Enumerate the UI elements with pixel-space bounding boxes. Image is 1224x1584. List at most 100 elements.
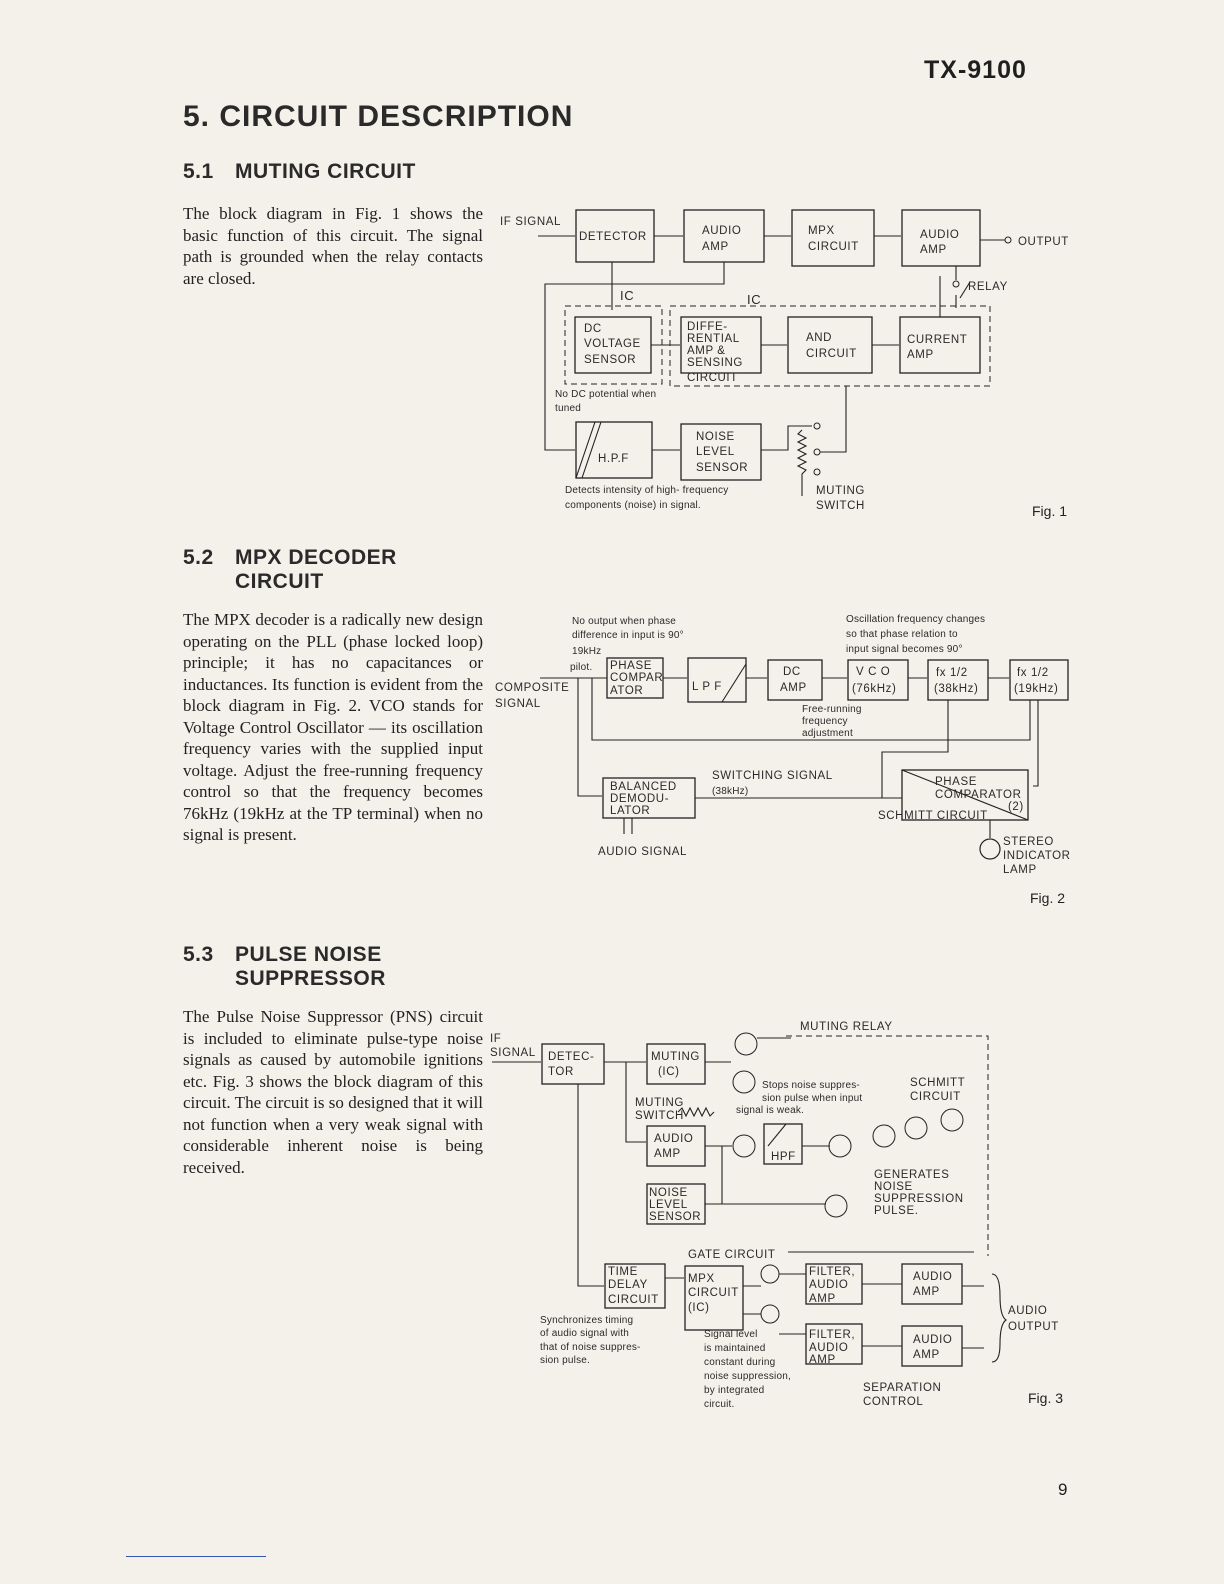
section-body-5-2: The MPX decoder is a radically new desig… [183,610,483,844]
block-text: AUDIO [920,229,959,241]
block-text: LEVEL [649,1199,688,1211]
connector [623,818,633,834]
section-title: MPX DECODER [235,546,397,569]
note-text: 19kHz [572,646,601,657]
section-title: MUTING CIRCUIT [235,160,416,183]
page-number: 9 [1058,1480,1068,1499]
block-text: AMP [702,241,729,253]
resistor-icon [677,1106,715,1118]
fig1-noise-level-sensor [680,423,762,481]
fig2-vco [847,659,909,701]
block-text: fx 1/2 [1017,667,1049,679]
note-text: so that phase relation to [846,629,958,640]
block-text: fx 1/2 [936,667,968,679]
fig3-time-delay [604,1263,666,1309]
block-text: TIME [608,1266,638,1278]
page-title: 5. CIRCUIT DESCRIPTION [183,100,574,133]
block-text: CIRCUIT [687,372,738,384]
block-text: COMPARATOR [935,789,1022,801]
label-text: AUDIO [1008,1305,1047,1317]
label-text: SWITCHING SIGNAL [712,770,833,782]
block-text: DEMODU- [610,793,669,805]
block-text: BALANCED [610,781,677,793]
relay-contact-icon [952,280,960,288]
section-title-line2: CIRCUIT [235,570,324,593]
lpf-symbol-icon [721,663,747,703]
block-text: ATOR [610,685,643,697]
fig1-output: OUTPUT [1018,236,1069,248]
block-text: AND [806,332,832,344]
block-text: COMPAR [610,672,663,684]
note-text: sion pulse. [540,1355,590,1366]
block-text: CURRENT [907,334,967,346]
label-text: SIGNAL [495,698,541,710]
section-body-5-1: The block diagram in Fig. 1 shows the ba… [183,204,483,288]
fig1-mpx-circuit [791,209,875,267]
block-text: AUDIO [913,1334,952,1346]
note-text: sion pulse when input [762,1093,862,1104]
fig2-phase-comparator-2 [901,769,1029,821]
label-text: OUTPUT [1008,1321,1059,1333]
relay-line [786,1035,989,1256]
note-text: Synchronizes timing [540,1315,633,1326]
fig3-audio-amp [646,1125,706,1167]
fig1-audio-amp-2 [901,209,981,267]
block-text: NOISE [696,431,735,443]
note-text: that of noise suppres- [540,1342,641,1353]
transistor-icon [904,1116,928,1140]
block-text: AUDIO [913,1271,952,1283]
block-text: AMP [654,1148,681,1160]
fig3-detector [541,1043,605,1085]
section-heading-5-1: 5.1 MUTING CIRCUIT [183,160,416,184]
label-text: MUTING RELAY [800,1021,893,1033]
block-text: CIRCUIT [688,1287,739,1299]
block-text: (IC) [658,1066,680,1078]
fig1-ic-2: IC [747,292,761,307]
block-text: AMP [920,244,947,256]
fig2-lpf [687,657,747,703]
note-text: noise suppression, [704,1371,791,1382]
block-text: AMP [913,1349,940,1361]
label-text: SUPPRESSION [874,1193,964,1205]
block-text: AMP [907,349,934,361]
transistor-icon [734,1032,758,1056]
label-text: NOISE [874,1181,913,1193]
relay-switch-icon [959,281,971,299]
ic-boundary-2 [669,305,991,387]
section-heading-5-2: 5.2 MPX DECODER CIRCUIT [183,546,397,594]
output-terminal-icon [1004,236,1012,244]
fig1-if-signal: IF SIGNAL [500,216,561,228]
block-text: CIRCUIT [608,1294,659,1306]
note-text: Signal level [704,1329,758,1340]
section-number: 5.1 [183,160,214,183]
label-text: COMPOSITE [495,682,569,694]
block-text: TOR [548,1066,574,1078]
block-text: AUDIO [809,1279,848,1291]
block-text: MPX [808,225,835,237]
transistor-icon [732,1134,756,1158]
label-text: SIGNAL [490,1047,536,1059]
note-text: tuned [555,403,581,414]
block-text: VOLTAGE [584,338,641,350]
hpf-symbol-icon [575,421,602,479]
block-text: SENSOR [584,354,636,366]
block-text: LEVEL [696,446,735,458]
transistor-icon [828,1134,852,1158]
label-text: CIRCUIT [910,1091,961,1103]
stereo-lamp-icon [979,838,1001,860]
section-title-line2: SUPPRESSOR [235,967,386,990]
fig3-pulse-noise-suppressor-diagram: IF SIGNAL DETEC- TOR MUTING (IC) MUTING … [490,1021,1059,1410]
label-text: LAMP [1003,864,1037,876]
transistor-icon [824,1194,848,1218]
fig2-mpx-decoder-diagram: No output when phase difference in input… [495,614,1070,876]
fig3-audio-amp-r1 [901,1263,963,1305]
connector [544,262,725,451]
section-number: 5.2 [183,546,214,569]
fig3-mpx-circuit [684,1265,744,1331]
transistor-icon [940,1108,964,1132]
connector [743,1273,984,1349]
connector [591,678,1039,798]
block-text: AMP & [687,345,726,357]
note-text: Oscillation frequency changes [846,614,985,625]
connector [820,386,847,453]
